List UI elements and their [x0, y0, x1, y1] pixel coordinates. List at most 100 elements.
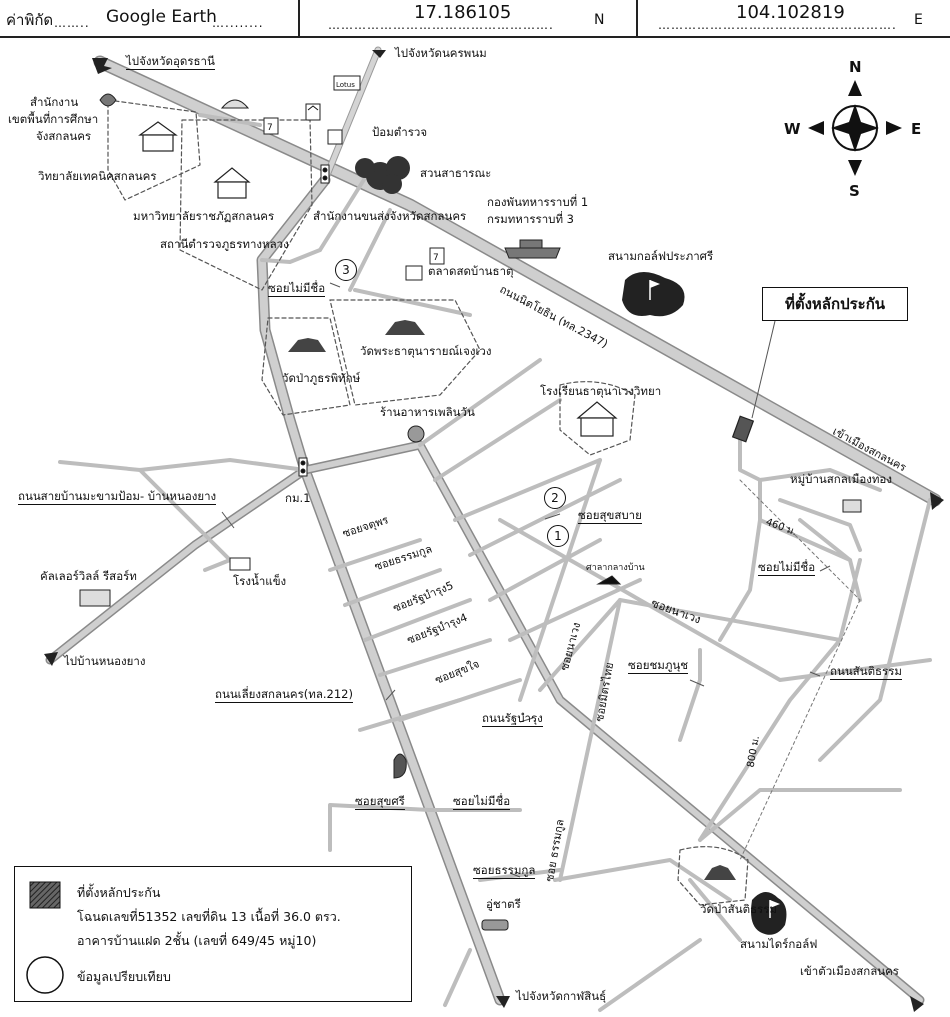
label-to-nong-yang: ไปบ้านหนองยาง: [64, 654, 146, 668]
police-box-icon: [327, 129, 343, 145]
edu-office-building-icon: [138, 121, 178, 152]
label-soi-suksabai: ซอยสุขสบาย: [578, 508, 642, 525]
market-icon: [405, 265, 423, 281]
label-soi-thammakun: ซอยธรรมกูล: [473, 863, 536, 880]
label-ice-factory: โรงน้ำแข็ง: [233, 574, 287, 588]
comparison-marker-2: 2: [544, 487, 566, 509]
label-transport-office: สำนักงานขนส่งจังหวัดสกลนคร: [313, 209, 467, 223]
road-map: 7 7 Lotus: [44, 46, 944, 1012]
shell-icon: [220, 99, 250, 109]
label-golf-club: สนามไดร์กอล์ฟ: [740, 937, 818, 951]
driving-range-lake: [751, 891, 787, 935]
label-police-box: ป้อมตำรวจ: [372, 125, 428, 139]
latitude-value: 17.186105: [414, 2, 512, 23]
park-trees-icon: [355, 156, 410, 194]
car-icon: [481, 919, 509, 931]
label-military-2: กรมทหารราบที่ 3: [487, 212, 575, 226]
legend-deed-line: โฉนดเลขที่51352 เลขที่ดิน 13 เนื้อที่ 36…: [77, 909, 341, 924]
label-market: ตลาดสดบ้านธาตุ: [428, 264, 514, 278]
road-main-south: [256, 174, 506, 1006]
compass-south-label: S: [849, 182, 860, 200]
legend-building-line: อาคารบ้านแฝด 2ชั้น (เลขที่ 649/45 หมู่10…: [77, 933, 317, 948]
label-pointers: [221, 282, 831, 878]
traffic-light-icon: [320, 164, 330, 184]
compass-rose-icon: [808, 80, 902, 176]
temple-icons: [288, 320, 736, 880]
ice-factory-icon: [229, 557, 251, 571]
label-soi-no-name-3: ซอยไม่มีชื่อ: [453, 794, 511, 811]
village-icon: [842, 499, 862, 513]
legend-box: ที่ตั้งหลักประกัน โฉนดเลขที่51352 เลขที่…: [14, 866, 412, 1002]
legend-collateral-swatch: [29, 881, 61, 909]
label-rajabhat: มหาวิทยาลัยราชภัฏสกลนคร: [133, 209, 275, 223]
distance-460m-line: [739, 479, 861, 601]
coord-label: ค่าพิกัด: [6, 11, 54, 29]
label-road-liang: ถนนเลี่ยงสกลนคร(ทล.212): [215, 687, 353, 704]
label-restaurant: ร้านอาหารเพลินวัน: [380, 405, 475, 419]
svg-text:Lotus: Lotus: [336, 81, 355, 89]
label-resort: คัลเลอร์วิลล์ รีสอร์ท: [40, 569, 137, 583]
highway-nittayo: [93, 55, 942, 507]
traffic-light-icon-2: [298, 457, 308, 477]
resort-icon: [79, 589, 111, 607]
label-village: หมู่บ้านสกลเมืองทอง: [790, 472, 892, 486]
label-soi-suksri: ซอยสุขศรี: [355, 794, 405, 811]
minor-roads: [58, 113, 932, 1012]
area-boundaries: [107, 99, 749, 906]
label-military-1: กองพันทหารราบที่ 1: [487, 195, 589, 209]
compass-north-label: N: [849, 58, 862, 76]
compass-east-label: E: [911, 120, 922, 138]
seven-eleven-icon: 7: [263, 117, 279, 135]
label-soi-chomphunut: ซอยชมภูนุช: [628, 658, 689, 675]
label-edu-office-3: จังสกลนคร: [36, 129, 92, 143]
label-to-kalasin: ไปจังหวัดกาฬสินธุ์: [516, 989, 607, 1003]
label-auto-shop: อู่ชาตรี: [486, 897, 521, 911]
road-bypass-212: [45, 440, 925, 1005]
label-to-nakhon-phanom: ไปจังหวัดนครพนม: [395, 46, 487, 60]
thai-emblem-icon: [99, 93, 117, 107]
label-edu-office-2: เขตพื้นที่การศึกษา: [8, 112, 99, 126]
label-km1: กม.1: [285, 491, 311, 505]
collateral-marker-icon: [731, 415, 755, 443]
bank-icon: [305, 103, 321, 121]
tank-icon: [504, 239, 561, 259]
label-golf-prapasri: สนามกอล์ฟประภาศรี: [608, 249, 714, 263]
legend-title: ที่ตั้งหลักประกัน: [77, 885, 161, 900]
label-school: โรงเรียนธาตุนาเวงวิทยา: [540, 384, 662, 398]
label-road-ma-kham: ถนนสายบ้านมะขามป้อม- บ้านหนองยาง: [18, 489, 217, 506]
latitude-cell: ……………………………………………. 17.186105 N: [300, 0, 638, 36]
restaurant-icon: [407, 425, 425, 443]
lotus-icon: Lotus: [333, 75, 361, 91]
legend-compare-circle-icon: [26, 956, 64, 994]
edge-arrows: [44, 50, 944, 1012]
label-to-city: เข้าตัวเมืองสกลนคร: [800, 964, 899, 978]
latitude-suffix: N: [594, 12, 605, 28]
label-park: สวนสาธารณะ: [420, 166, 492, 180]
longitude-cell: ………………………………………………. 104.102819 E: [658, 2, 923, 32]
label-wat-pa-santitham: วัดป่าสันติธรรม: [700, 902, 777, 916]
label-road-ratbamrung: ถนนรัฐบำรุง: [482, 711, 543, 728]
label-wat-pa: วัดป่าภูธรพิทักษ์: [282, 371, 361, 385]
collateral-callout: ที่ตั้งหลักประกัน: [762, 287, 908, 321]
coordinate-header: ค่าพิกัด …….. Google Earth …........ …………: [0, 0, 950, 38]
golf-prapasri-lake: [622, 271, 685, 317]
comparison-marker-3: 3: [335, 259, 357, 281]
svg-text:7: 7: [267, 123, 273, 133]
legend-compare-label: ข้อมูลเปรียบเทียบ: [77, 969, 171, 984]
source-cell: ค่าพิกัด …….. Google Earth …........: [0, 0, 300, 36]
label-tech-college: วิทยาลัยเทคนิคสกลนคร: [38, 169, 157, 183]
label-soi-no-name-2: ซอยไม่มีชื่อ: [758, 560, 816, 577]
label-wat-phra-that: วัดพระธาตุนารายณ์เจงเวง: [360, 344, 492, 358]
longitude-suffix: E: [914, 12, 923, 28]
seven-eleven-icon-2: 7: [429, 247, 445, 265]
rajabhat-building-icon: [213, 167, 251, 199]
sala-icon: [596, 575, 622, 585]
ptt-icon: [393, 753, 407, 779]
label-road-santitham: ถนนสันติธรรม: [830, 664, 902, 681]
svg-text:7: 7: [433, 253, 439, 263]
label-to-udon: ไปจังหวัดอุดรธานี: [126, 54, 215, 71]
label-edu-office-1: สำนักงาน: [30, 95, 79, 109]
label-soi-no-name-1: ซอยไม่มีชื่อ: [268, 281, 326, 298]
source-name: Google Earth: [106, 7, 217, 27]
label-highway-police: สถานีตำรวจภูธรทางหลวง: [160, 237, 289, 251]
